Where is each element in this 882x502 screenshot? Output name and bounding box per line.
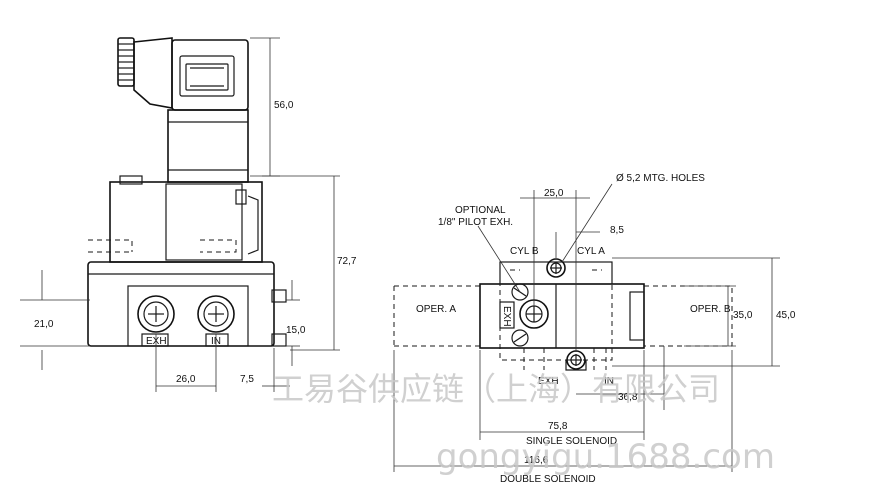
- watermark-company: 工易谷供应链（上海）有限公司: [272, 370, 720, 408]
- dim-hole-offset: 8,5: [610, 225, 624, 236]
- label-in-bottom: IN: [604, 376, 614, 387]
- label-pilot-exh: 1/8" PILOT EXH.: [438, 217, 513, 228]
- operator-b-outline: [644, 285, 733, 347]
- dim-hole-spacing: 25,0: [544, 188, 564, 199]
- dim-height-top: 56,0: [274, 100, 294, 111]
- label-single-solenoid: SINGLE SOLENOID: [526, 436, 617, 447]
- label-double-solenoid: DOUBLE SOLENOID: [500, 474, 596, 485]
- dim-right-height: 15,0: [286, 325, 306, 336]
- watermark-site: gongyigu.1688.com: [436, 437, 775, 477]
- dim-exh-offset: 36,8: [618, 392, 638, 403]
- dim-port-spacing: 26,0: [176, 374, 196, 385]
- side-exh-label: EXH: [501, 306, 512, 327]
- left-valve-view: EXH IN: [20, 37, 357, 392]
- dim-height-outer: 45,0: [776, 310, 796, 321]
- label-mtg-holes: Ø 5,2 MTG. HOLES: [616, 173, 705, 184]
- central-port: [499, 283, 549, 347]
- operator-a-outline: [393, 285, 480, 347]
- right-dimension-lines: [393, 183, 780, 472]
- dim-right-offset: 7,5: [240, 374, 254, 385]
- label-cyl-b: CYL B: [510, 246, 539, 257]
- dim-left-height: 21,0: [34, 319, 54, 330]
- right-valve-view: EXH: [393, 173, 796, 485]
- dim-length-double: 116,6: [524, 455, 549, 466]
- label-cyl-a: CYL A: [577, 246, 605, 257]
- dim-height-inner: 35,0: [733, 310, 753, 321]
- label-optional: OPTIONAL: [455, 205, 506, 216]
- mounting-hole-top: [546, 258, 566, 278]
- solenoid-coil: [109, 109, 263, 263]
- dim-length-single: 75,8: [548, 421, 568, 432]
- dim-height-body: 72,7: [337, 256, 357, 267]
- valve-body: [87, 239, 287, 347]
- label-oper-a: OPER. A: [416, 304, 456, 315]
- connector-plug: [117, 37, 249, 111]
- label-exh-bottom: EXH: [538, 376, 559, 387]
- label-oper-b: OPER. B: [690, 304, 731, 315]
- left-dimension-lines: [20, 37, 340, 392]
